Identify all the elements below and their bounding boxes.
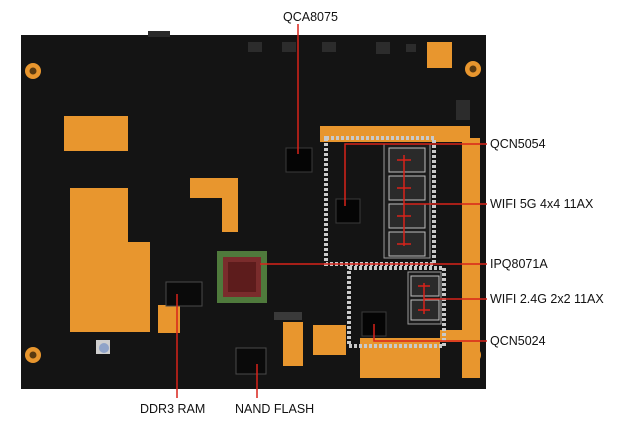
led-indicator [99, 343, 109, 353]
qcn5054-chip [335, 198, 361, 224]
label-wifi-5g: WIFI 5G 4x4 11AX [490, 197, 594, 211]
ipq8071a-soc [217, 251, 267, 303]
copper-pour-center [190, 178, 238, 232]
label-qcn5024: QCN5024 [490, 334, 546, 348]
ddr3-ram-chip [165, 281, 203, 307]
leader-qcn5024 [373, 324, 487, 342]
copper-pour-bottom-left [70, 188, 150, 332]
board-top-connector [148, 31, 170, 37]
label-qca8075: QCA8075 [283, 10, 338, 24]
copper-pad-lower-b [313, 325, 346, 355]
nand-flash-chip [235, 347, 267, 375]
label-ddr3-ram: DDR3 RAM [140, 402, 206, 416]
label-ipq8071a: IPQ8071A [490, 257, 548, 271]
copper-pad-lower-a [283, 322, 303, 366]
flash-connector [274, 312, 302, 320]
wifi-24g-shield [347, 266, 446, 348]
copper-pours [64, 42, 480, 378]
copper-pad-left [64, 116, 128, 151]
copper-pad-top-right [427, 42, 452, 68]
leader-qcn5054 [344, 143, 487, 206]
label-nand-flash: NAND FLASH [235, 402, 315, 416]
copper-pour-right-frame [320, 126, 480, 378]
label-qcn5054: QCN5054 [490, 137, 546, 151]
qca8075-chip [285, 147, 313, 173]
leader-lines [176, 24, 487, 398]
copper-pad-lower-d [158, 305, 180, 333]
label-wifi-24g: WIFI 2.4G 2x2 11AX [490, 292, 604, 306]
